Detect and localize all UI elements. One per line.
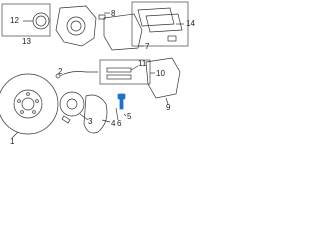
knuckle-bore — [66, 16, 86, 36]
callout-1: 1 — [10, 137, 15, 146]
guide-pin-1 — [106, 67, 132, 73]
leader-5 — [123, 113, 127, 117]
brake-pad-2 — [145, 13, 183, 33]
leader-9 — [165, 97, 169, 105]
callout-3: 3 — [88, 117, 93, 126]
hub-center — [66, 98, 78, 110]
box-12-13 — [1, 3, 51, 37]
callout-14: 14 — [186, 19, 195, 28]
brake-pad-1 — [137, 7, 175, 27]
callout-9: 9 — [166, 103, 171, 112]
rotor-center — [21, 97, 35, 111]
leader-1 — [11, 131, 19, 139]
wheel-speed-sensor — [117, 93, 126, 110]
callout-10: 10 — [156, 69, 165, 78]
box-14-pads — [131, 1, 189, 47]
pad-bracket — [103, 13, 143, 51]
callout-7: 7 — [145, 42, 150, 51]
dust-ring-inner — [35, 15, 47, 27]
wheel-hub — [59, 91, 85, 117]
leader-3 — [79, 113, 89, 121]
hose-fitting — [55, 73, 61, 79]
leader-11 — [130, 65, 139, 71]
callout-13: 13 — [22, 37, 31, 46]
rotor-hat — [13, 89, 43, 119]
callout-6: 6 — [117, 119, 122, 128]
brake-rotor — [0, 73, 59, 135]
knuckle-bore-inner — [70, 20, 82, 32]
callout-12: 12 — [10, 16, 19, 25]
bracket-bolt — [98, 14, 106, 20]
callout-2: 2 — [58, 67, 63, 76]
knuckle-housing — [55, 5, 97, 47]
pad-clip — [167, 35, 177, 42]
caliper-bracket — [145, 57, 181, 99]
callout-5: 5 — [127, 112, 132, 121]
callout-4: 4 — [111, 119, 116, 128]
dust-ring — [32, 12, 50, 30]
box-10-11 — [99, 59, 151, 85]
callout-8: 8 — [111, 9, 116, 18]
leader-6 — [115, 107, 119, 121]
guide-pin-2 — [106, 74, 132, 80]
splash-shield — [83, 94, 108, 134]
brake-assembly-diagram — [0, 1, 189, 139]
leader-4 — [101, 119, 111, 123]
callout-11: 11 — [138, 59, 147, 68]
hub-bolt — [61, 115, 71, 124]
brake-hose — [59, 71, 98, 77]
rotor-lug-holes — [17, 92, 39, 114]
